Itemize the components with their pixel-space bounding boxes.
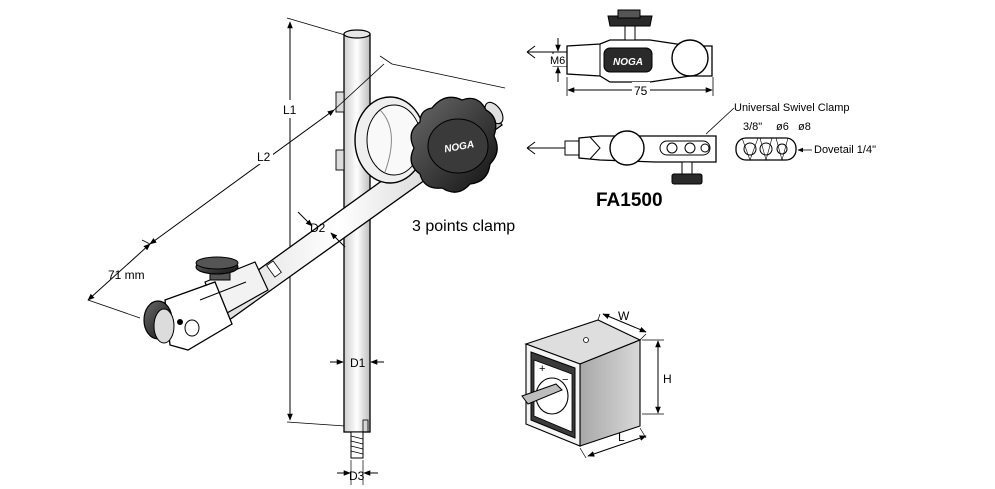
- d3-label: D3: [349, 469, 365, 483]
- length-label: L: [618, 430, 625, 444]
- size-8-label: ø8: [798, 121, 811, 133]
- clamp-caption: 3 points clamp: [412, 218, 515, 235]
- width-label: W: [618, 309, 630, 323]
- d1-label: D1: [350, 356, 366, 370]
- three-point-clamp: NOGA: [354, 96, 498, 193]
- model-label: FA1500: [596, 190, 663, 211]
- end-wheel: [143, 300, 175, 344]
- height-label: H: [663, 372, 672, 386]
- clamp-knob: NOGA: [410, 96, 498, 193]
- length-75-label: 75: [634, 84, 648, 98]
- l2-label: L2: [257, 150, 271, 164]
- thread-label: M6: [550, 55, 565, 67]
- arm-length-label: 71 mm: [108, 268, 145, 282]
- size-38-label: 3/8": [743, 121, 762, 133]
- thumb-screw: [195, 256, 239, 281]
- knob-logo: NOGA: [444, 139, 475, 155]
- dovetail-label: Dovetail 1/4": [814, 144, 876, 156]
- l1-label: L1: [283, 103, 297, 117]
- fa1500-side-view: Universal Swivel Clamp 3/8" ø6 ø8 Doveta…: [526, 102, 876, 211]
- top-view-logo: NOGA: [613, 57, 643, 68]
- arm-length-dimension: 71 mm: [87, 239, 151, 319]
- svg-text:+: +: [539, 363, 545, 375]
- d3-dimension: D3: [337, 460, 378, 485]
- fine-adjust-head: [143, 256, 269, 351]
- vertical-rod: [343, 29, 371, 459]
- swivel-clamp-label: Universal Swivel Clamp: [734, 102, 850, 114]
- magnetic-base: + − W H L: [521, 309, 672, 459]
- main-stand: L1 D1 D3: [87, 17, 515, 485]
- d2-label: D2: [310, 221, 326, 235]
- clamp-section-detail: [735, 137, 797, 162]
- rod-thread: [350, 431, 364, 459]
- l2-dimension: L2: [149, 55, 506, 245]
- size-6-label: ø6: [776, 121, 789, 133]
- fa1500-top-view: M6 NOGA 75: [526, 9, 714, 98]
- d1-dimension: D1: [330, 356, 384, 370]
- svg-text:−: −: [562, 374, 568, 386]
